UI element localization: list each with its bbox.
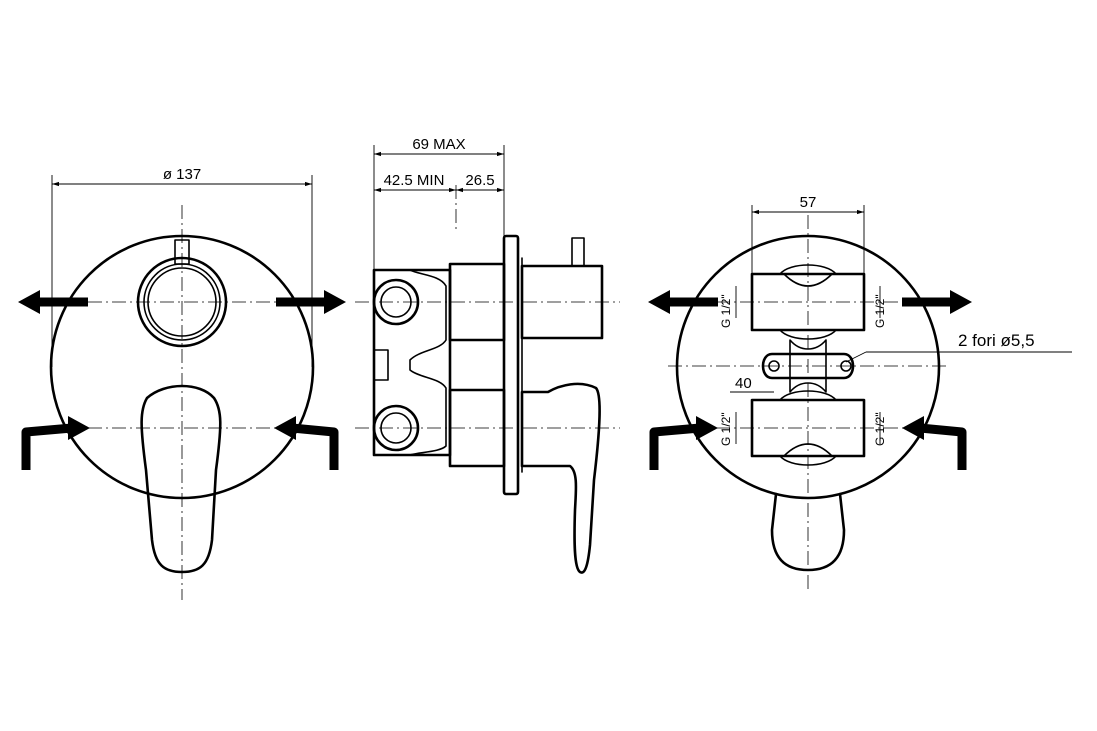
thread-label-lower-right: G 1/2" (873, 412, 887, 446)
rear-upper-fitting-curve (783, 273, 833, 287)
thread-label-upper-left: G 1/2" (719, 294, 733, 328)
upper-port-outer (372, 278, 420, 326)
rear-lower-fitting-block (750, 398, 866, 458)
rear-outlet-arrow-right (902, 290, 972, 314)
side-diverter-knob (520, 264, 604, 340)
side-adjust-label: 26.5 (465, 172, 494, 189)
side-plug (373, 349, 389, 381)
rear-upper-fitting-block (750, 272, 866, 332)
diverter-knob-outer (136, 256, 228, 348)
side-diverter-pin (571, 237, 585, 267)
rear-lever-tip (770, 492, 846, 572)
rear-lower-fitting-curve (783, 443, 833, 457)
rear-mount-hole-left (768, 360, 780, 372)
diverter-pin (174, 239, 190, 265)
front-outlet-arrow-left (18, 290, 88, 314)
rear-lower-fitting-bottom-lobe (779, 455, 837, 466)
front-lever-handle (140, 384, 222, 574)
rear-view: 57 40 2 fori ø5,5 G 1/2" G 1/2" G 1/2" G… (648, 194, 1072, 592)
side-lever-handle (520, 382, 601, 574)
valve-body (372, 268, 452, 457)
thread-label-upper-right: G 1/2" (873, 294, 887, 328)
front-view: ø 137 (18, 166, 346, 600)
rear-inlet-arrow-right (902, 416, 967, 470)
rear-spacing-label: 40 (735, 375, 752, 392)
holes-note: 2 fori ø5,5 (958, 331, 1035, 350)
rear-upper-fitting-top-lobe (779, 264, 837, 275)
front-inlet-arrow-right (274, 416, 339, 470)
rear-lower-fitting-top-lobe (779, 390, 837, 401)
front-outlet-arrow-right (276, 290, 346, 314)
rear-inlet-arrow-left (649, 416, 718, 470)
rear-upper-fitting-bottom-lobe (779, 329, 837, 340)
front-inlet-arrow-left (21, 416, 90, 470)
holes-note-leader (845, 351, 867, 363)
thread-label-lower-left: G 1/2" (719, 412, 733, 446)
lower-port-inner (380, 412, 412, 444)
rear-rosette-plate (675, 234, 941, 500)
front-diameter-label: ø 137 (163, 166, 201, 183)
valve-body-casting-contour (409, 269, 447, 456)
rear-mounting-bracket (761, 352, 855, 380)
front-rosette-plate (49, 234, 315, 500)
rear-width-label: 57 (800, 194, 817, 211)
side-min-depth-label: 42.5 MIN (384, 172, 445, 189)
side-view: 69 MAX 42.5 MIN 26.5 (355, 136, 620, 574)
lower-port-outer (372, 404, 420, 452)
diverter-knob-inner (147, 267, 217, 337)
upper-port-inner (380, 286, 412, 318)
rear-outlet-arrow-left (648, 290, 718, 314)
rear-bracket-center-boss (789, 339, 827, 393)
side-max-depth-label: 69 MAX (412, 136, 465, 153)
side-wall-plate (502, 234, 520, 496)
rear-mount-hole-right (840, 360, 852, 372)
